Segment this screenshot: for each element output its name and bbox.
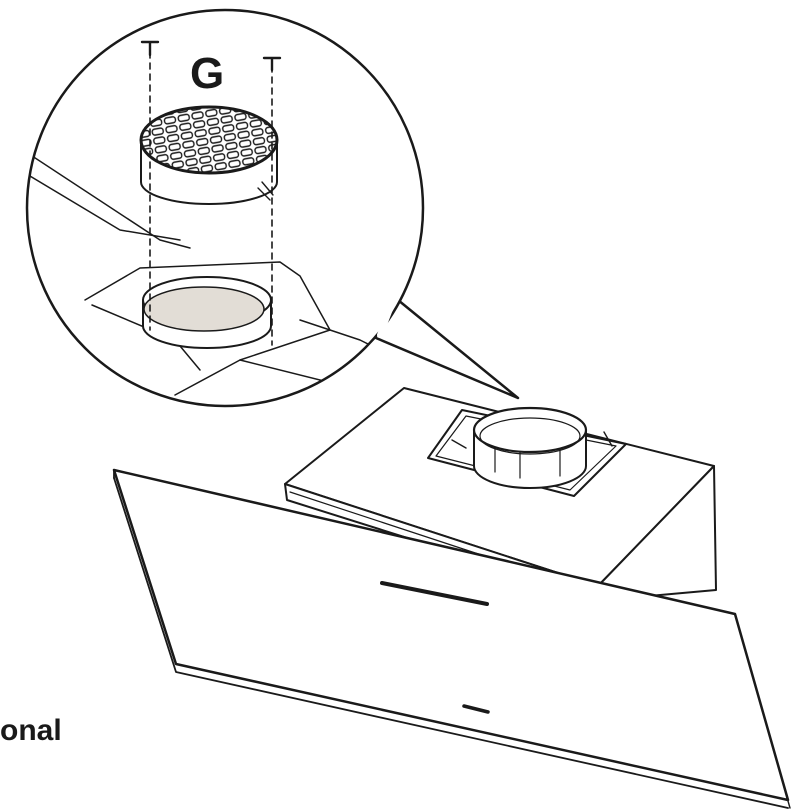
exhaust-outlet-ring — [427, 406, 627, 497]
carbon-filter-grille — [139, 105, 279, 205]
brand-mark — [462, 704, 490, 714]
outlet-collar — [142, 276, 272, 349]
alignment-guides — [149, 51, 273, 346]
glass-front-panel — [112, 468, 791, 809]
callout-letter-g: G — [190, 49, 225, 98]
control-strip — [380, 578, 489, 606]
caption-text: onal — [0, 714, 62, 747]
magnified-detail-circle — [25, 8, 520, 408]
mounting-screws — [140, 40, 282, 72]
